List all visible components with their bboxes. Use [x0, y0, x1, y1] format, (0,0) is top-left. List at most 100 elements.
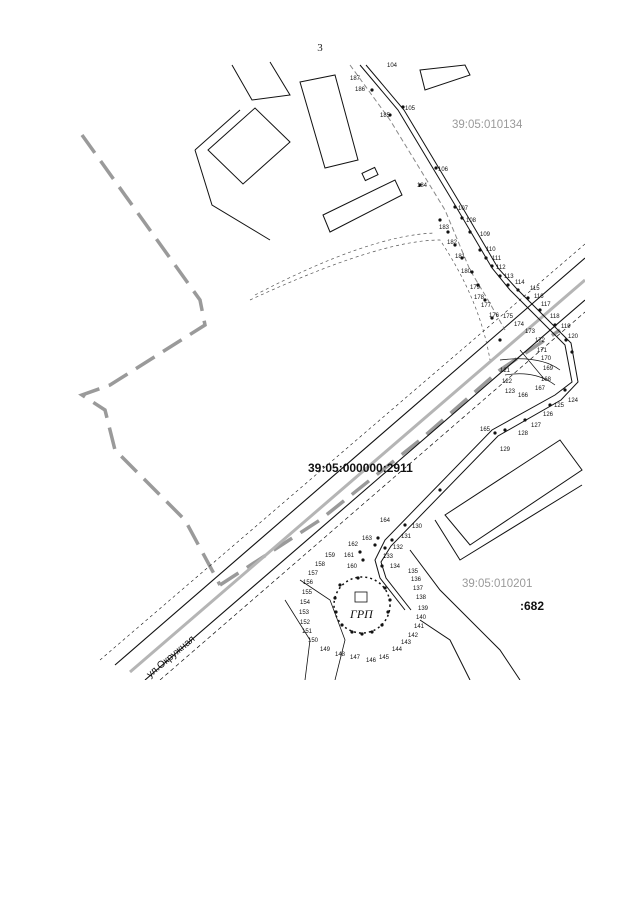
point-label: 160	[347, 564, 358, 570]
point-label: 159	[325, 553, 336, 559]
point-label: 182	[447, 240, 458, 246]
point-label: 106	[438, 167, 449, 173]
point-label: 142	[408, 633, 419, 639]
point-label: 135	[408, 569, 419, 575]
point-label: 111	[492, 256, 502, 262]
point-label: 162	[348, 542, 359, 548]
point-label: 120	[568, 334, 579, 340]
point-label: 143	[401, 640, 412, 646]
point-label: 134	[390, 564, 401, 570]
point-label: 172	[535, 338, 546, 344]
point-label: 187	[350, 76, 361, 82]
point-label: 125	[554, 403, 565, 409]
point-label: 163	[362, 536, 373, 542]
point-label: 180	[461, 269, 472, 275]
point-label: 168	[541, 377, 552, 383]
point-label: 156	[303, 580, 314, 586]
point-label: 122	[502, 379, 513, 385]
point-label: 177	[481, 303, 492, 309]
point-label: 104	[387, 63, 398, 69]
point-label: 114	[515, 280, 525, 286]
point-label: 152	[300, 620, 311, 626]
point-label: 154	[300, 600, 311, 606]
point-label: 105	[405, 106, 416, 112]
dashed-curve	[249, 239, 491, 361]
map-features	[78, 61, 585, 680]
point-label: 128	[518, 431, 529, 437]
point-label: 141	[414, 624, 425, 630]
point-label: 115	[530, 286, 540, 292]
point-label: 157	[308, 571, 319, 577]
road-okruzhnaya	[99, 243, 585, 680]
building-southeast	[409, 439, 583, 680]
point-label: 124	[568, 398, 579, 404]
point-label: 183	[439, 225, 450, 231]
parcel-boundary-dashed	[219, 328, 561, 587]
buildings-north	[194, 61, 471, 241]
gas-pipeline-route	[349, 64, 579, 611]
point-label: 178	[474, 295, 485, 301]
cadastral-suffix-label: :682	[520, 599, 544, 613]
point-label: 145	[379, 655, 390, 661]
point-label: 136	[411, 577, 422, 583]
point-label: 175	[503, 314, 514, 320]
point-label: 108	[466, 218, 477, 224]
parcel-label: 39:05:010201	[462, 578, 532, 590]
page-number: 3	[317, 42, 323, 54]
junction-lines	[499, 349, 561, 386]
point-label: 158	[315, 562, 326, 568]
point-label: 126	[543, 412, 554, 418]
street-label: ул.Окружная	[145, 634, 197, 681]
grp-area	[284, 576, 391, 680]
grp-label: ГРП	[349, 607, 374, 621]
grp-circle	[333, 576, 391, 634]
point-label: 155	[302, 590, 313, 596]
point-label: 131	[401, 534, 412, 540]
map-labels: 39:05:010134 39:05:010201 39:05:000000:2…	[145, 119, 544, 680]
point-label: 174	[514, 322, 525, 328]
point-label: 116	[534, 294, 544, 300]
point-label: 109	[480, 232, 491, 238]
point-label: 118	[550, 314, 560, 320]
point-label: 123	[505, 389, 516, 395]
point-label: 140	[416, 615, 427, 621]
point-label: 185	[380, 113, 391, 119]
point-label: 147	[350, 655, 361, 661]
point-label: 166	[518, 393, 529, 399]
point-label: 117	[541, 302, 551, 308]
point-label: 150	[308, 638, 319, 644]
point-label: 129	[500, 447, 511, 453]
point-label: 164	[380, 518, 391, 524]
route-points	[333, 88, 574, 636]
point-label: 139	[418, 606, 429, 612]
cadastral-number-label: 39:05:000000:2911	[308, 461, 413, 475]
point-label: 171	[537, 348, 548, 354]
point-label: 133	[383, 554, 394, 560]
point-label: 137	[413, 586, 424, 592]
point-label: 165	[480, 427, 491, 433]
point-label: 149	[320, 647, 331, 653]
point-label: 181	[455, 254, 466, 260]
point-label: 186	[355, 87, 366, 93]
point-label: 144	[392, 647, 403, 653]
parcel-boundary-dashed	[78, 133, 222, 586]
point-label: 176	[489, 313, 500, 319]
point-label: 151	[302, 629, 313, 635]
point-label: 179	[470, 285, 481, 291]
point-label: 148	[335, 652, 346, 658]
parcel-label: 39:05:010134	[452, 119, 523, 131]
point-label: 169	[543, 366, 554, 372]
point-label: 167	[535, 386, 546, 392]
point-label: 146	[366, 658, 377, 664]
point-label: 107	[458, 206, 469, 212]
point-label: 132	[393, 545, 404, 551]
point-label: 173	[525, 329, 536, 335]
point-label: 113	[504, 274, 514, 280]
point-label: 153	[299, 610, 310, 616]
point-label: 170	[541, 356, 552, 362]
point-label: 112	[496, 265, 506, 271]
point-label: 110	[486, 247, 496, 253]
point-label: 127	[531, 423, 542, 429]
